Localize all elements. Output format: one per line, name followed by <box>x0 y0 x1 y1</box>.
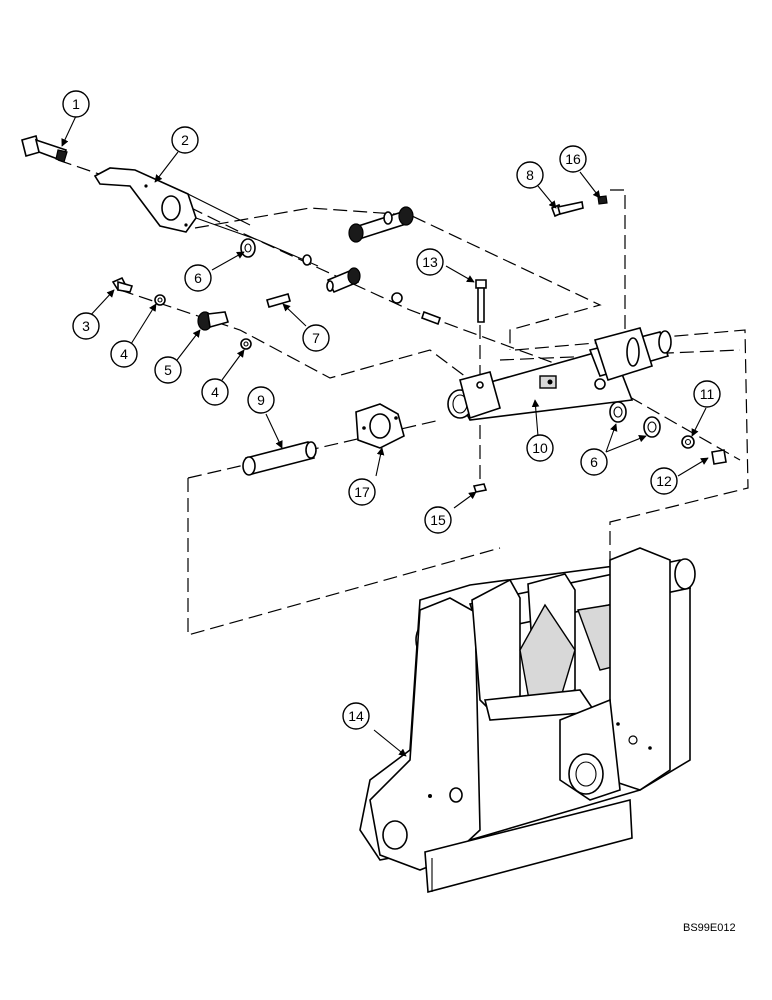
part-13-bolt <box>475 279 487 323</box>
callout-8: 8 <box>516 161 544 189</box>
drawing-reference-code: BS99E012 <box>683 922 736 934</box>
callout-4-lower: 4 <box>201 378 229 406</box>
svg-text:17: 17 <box>354 484 370 500</box>
part-4-washer-upper <box>154 294 166 306</box>
part-3-screw <box>111 276 134 293</box>
svg-text:2: 2 <box>181 132 189 148</box>
part-15-fitting <box>472 483 488 493</box>
svg-text:1: 1 <box>72 96 80 112</box>
part-4-washer-lower <box>240 338 252 350</box>
part-1-bolt <box>21 135 68 163</box>
part-2-lever <box>93 167 319 267</box>
svg-text:4: 4 <box>211 384 219 400</box>
svg-text:3: 3 <box>82 318 90 334</box>
part-8-bolt <box>550 201 584 218</box>
svg-text:6: 6 <box>194 270 202 286</box>
svg-text:10: 10 <box>532 440 548 456</box>
part-14-coupler-frame <box>359 547 696 894</box>
callout-11: 11 <box>693 380 721 408</box>
callout-6-upper: 6 <box>184 264 212 292</box>
part-6-washers-lower <box>609 401 661 438</box>
svg-text:16: 16 <box>565 151 581 167</box>
svg-text:12: 12 <box>656 473 672 489</box>
callout-15: 15 <box>424 506 452 534</box>
callout-12: 12 <box>650 467 678 495</box>
svg-text:9: 9 <box>257 392 265 408</box>
callout-14: 14 <box>342 702 370 730</box>
upper-link-rod <box>348 206 414 243</box>
callout-17: 17 <box>348 478 376 506</box>
svg-text:11: 11 <box>700 386 715 402</box>
svg-text:6: 6 <box>590 454 598 470</box>
callout-16: 16 <box>559 145 587 173</box>
callout-1: 1 <box>62 90 90 118</box>
svg-text:8: 8 <box>526 167 534 183</box>
part-17-flange <box>355 403 405 449</box>
callout-4-upper: 4 <box>110 340 138 368</box>
svg-text:13: 13 <box>422 254 438 270</box>
callout-leaders <box>61 115 709 757</box>
part-12-nut <box>711 449 727 465</box>
svg-text:5: 5 <box>164 362 172 378</box>
part-9-pin <box>242 441 317 476</box>
part-10-shaft <box>447 327 672 421</box>
callout-2: 2 <box>171 126 199 154</box>
callout-5: 5 <box>154 356 182 384</box>
part-11-washer <box>681 435 695 449</box>
callout-13: 13 <box>416 248 444 276</box>
middle-link <box>326 267 442 326</box>
callout-10: 10 <box>526 434 554 462</box>
part-5-rod-end <box>197 311 230 331</box>
part-6-washer-upper <box>240 238 312 266</box>
svg-text:7: 7 <box>312 330 320 346</box>
part-7-pin <box>266 293 291 308</box>
callout-7: 7 <box>302 324 330 352</box>
callout-6-lower: 6 <box>580 448 608 476</box>
svg-text:15: 15 <box>430 512 446 528</box>
callout-9: 9 <box>247 386 275 414</box>
svg-text:4: 4 <box>120 346 128 362</box>
callout-3: 3 <box>72 312 100 340</box>
svg-text:14: 14 <box>348 708 364 724</box>
